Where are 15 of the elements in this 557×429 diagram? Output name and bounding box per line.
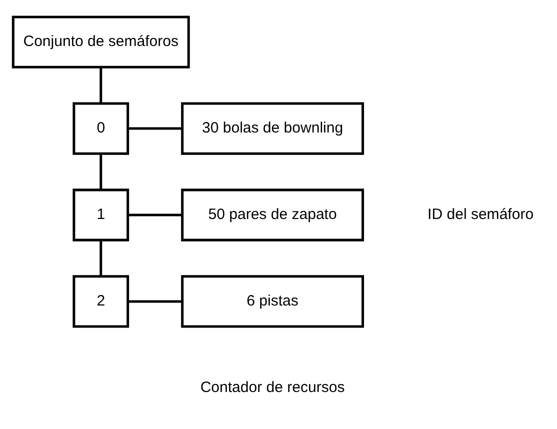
node-box: 0 [72, 102, 130, 154]
connector [100, 67, 102, 102]
node-box: 1 [72, 188, 130, 241]
connector [128, 126, 182, 130]
node-box: 2 [72, 274, 130, 328]
connector [100, 154, 102, 189]
label: Contador de recursos [200, 378, 345, 396]
connector [128, 300, 182, 302]
node-box: Conjunto de semáforos [12, 15, 190, 68]
label: ID del semáforo [428, 205, 534, 222]
node-box: 30 bolas de bownling [181, 102, 364, 154]
connector [100, 240, 102, 276]
node-box: 50 pares de zapato [181, 188, 364, 241]
node-box: 6 pistas [181, 274, 364, 328]
connector [128, 213, 182, 216]
